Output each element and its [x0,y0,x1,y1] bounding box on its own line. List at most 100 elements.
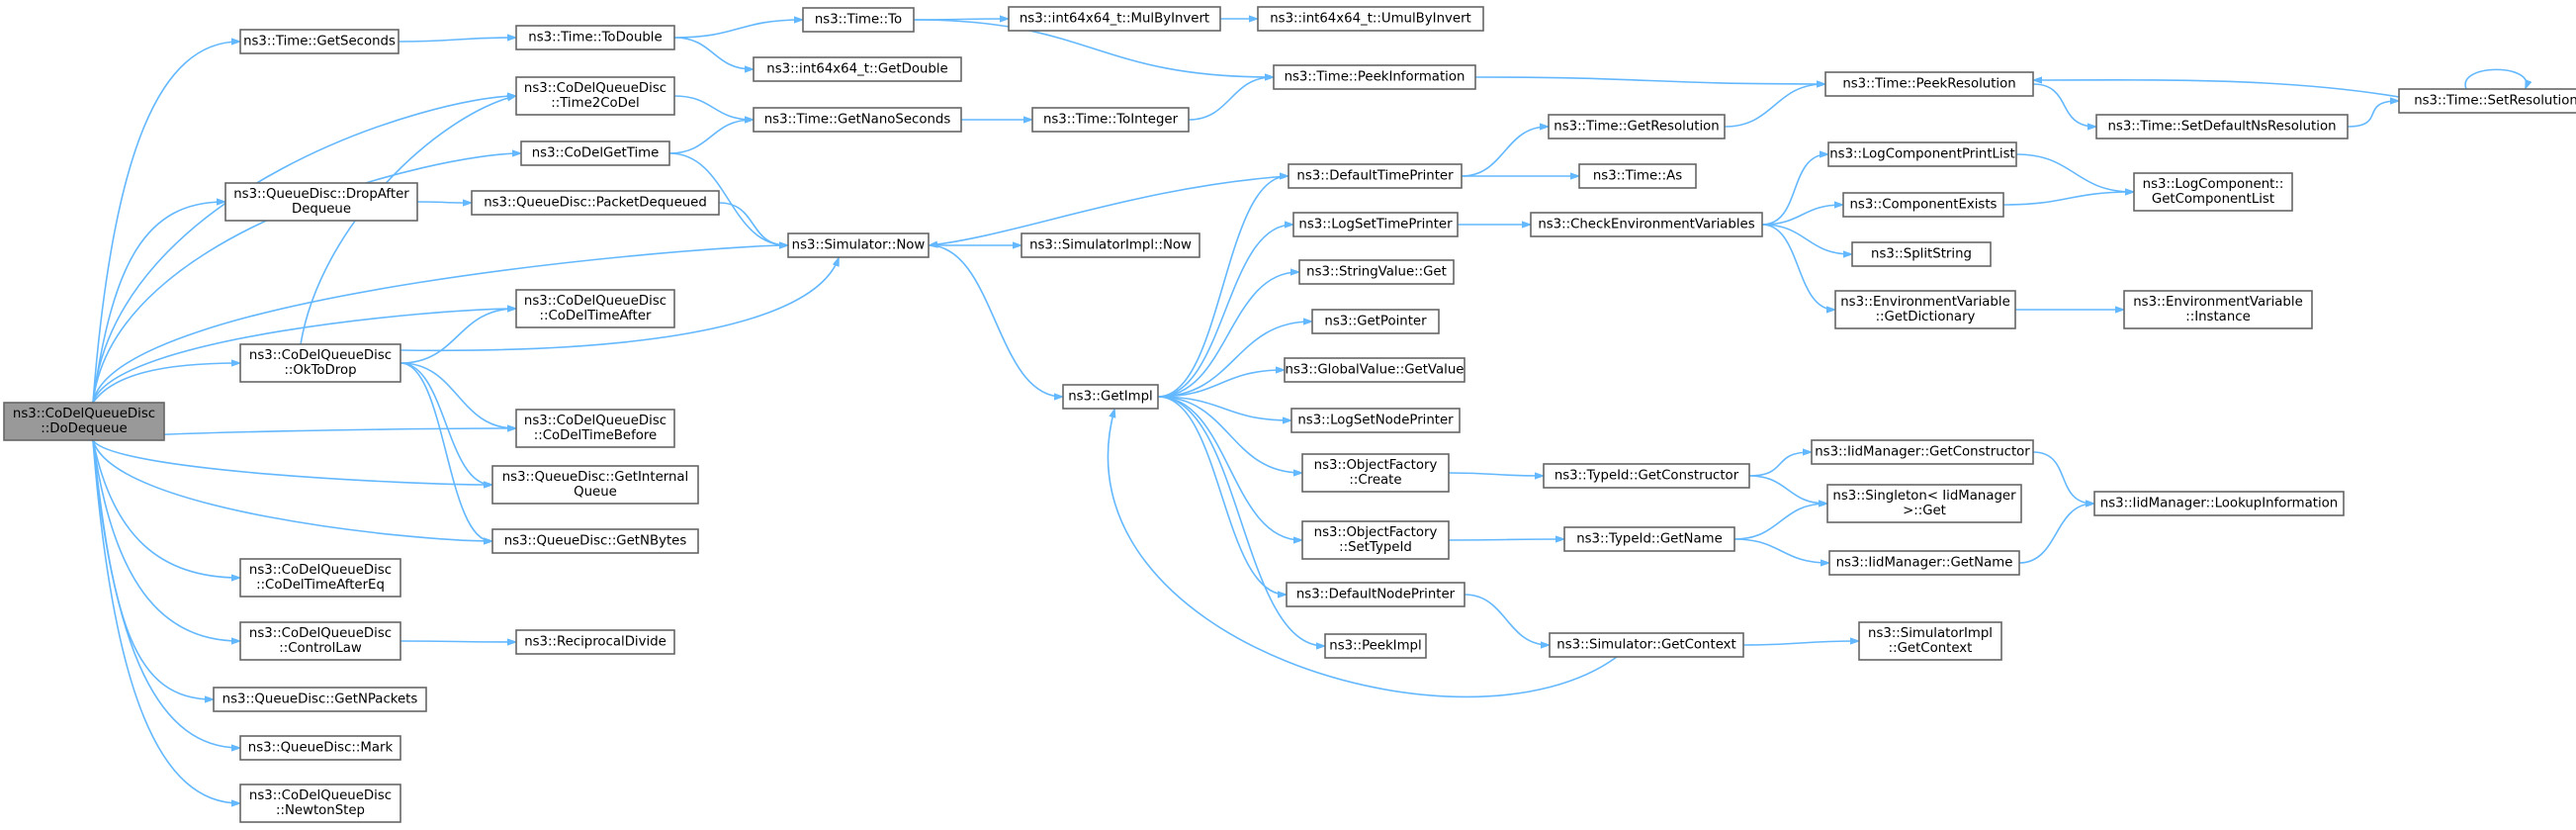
node-logsetnodeprinter[interactable]: ns3::LogSetNodePrinter [1290,408,1461,433]
node-box [1288,163,1463,189]
node-simimplnow[interactable]: ns3::SimulatorImpl::Now [1021,232,1200,258]
node-controllaw[interactable]: ns3::CoDelQueueDisc::ControlLaw [239,621,401,661]
edge-oktodrop-to-simnow [400,258,839,352]
node-box [1324,633,1427,659]
node-getresolution[interactable]: ns3::Time::GetResolution [1548,114,1726,139]
node-peekimpl[interactable]: ns3::PeekImpl [1324,633,1427,659]
node-mark[interactable]: ns3::QueueDisc::Mark [239,735,401,761]
node-setresolution[interactable]: ns3::Time::SetResolution [2398,88,2576,114]
node-label: ns3::int64x64_t::MulByInvert [1020,12,1209,27]
edge-iidgetconstructor-to-lookupinfo [2032,451,2093,504]
node-newtonstep[interactable]: ns3::CoDelQueueDisc::NewtonStep [239,784,401,823]
node-typeidgetconstructor[interactable]: ns3::TypeId::GetConstructor [1543,463,1750,489]
node-logcompgetlist[interactable]: ns3::LogComponent::GetComponentList [2133,172,2293,212]
edge-objfactorysettypeid-to-typeidgetname [1448,539,1563,540]
node-globalvalue[interactable]: ns3::GlobalValue::GetValue [1284,357,1466,383]
node-singletonget[interactable]: ns3::Singleton< IidManager >::Get [1826,484,2022,523]
edge-peekinfo-to-peekresolution [1474,76,1824,84]
node-simgetcontext[interactable]: ns3::Simulator::GetContext [1549,632,1744,658]
edge-dodequeue-to-newtonstep [92,439,239,803]
node-getdouble[interactable]: ns3::int64x64_t::GetDouble [753,56,962,82]
node-label: ns3::GetImpl [1068,390,1152,405]
edge-dodequeue-to-getinternal [92,439,491,485]
node-defaultnodeprinter[interactable]: ns3::DefaultNodePrinter [1286,582,1466,607]
node-label: ns3::int64x64_t::UmulByInvert [1270,12,1471,27]
node-label: ns3::Time::PeekResolution [1842,77,2015,92]
node-reciprocal[interactable]: ns3::ReciprocalDivide [515,629,675,655]
node-stringvalueget[interactable]: ns3::StringValue::Get [1298,259,1455,285]
node-getnpackets[interactable]: ns3::QueueDisc::GetNPackets [213,687,427,712]
node-timebefore[interactable]: ns3::CoDelQueueDisc::CoDelTimeBefore [515,409,675,448]
node-iidgetconstructor[interactable]: ns3::IidManager::GetConstructor [1811,439,2034,465]
node-logcompprintlist[interactable]: ns3::LogComponentPrintList [1827,141,2017,167]
node-box [1563,526,1735,552]
node-label: ns3::QueueDisc::DropAfter [233,187,409,202]
node-defaulttimeprinter[interactable]: ns3::DefaultTimePrinter [1288,163,1463,189]
node-objfactorysettypeid[interactable]: ns3::ObjectFactory::SetTypeId [1301,520,1450,560]
node-getnanoseconds[interactable]: ns3::Time::GetNanoSeconds [753,107,962,133]
node-umulbyinvert[interactable]: ns3::int64x64_t::UmulByInvert [1257,6,1484,32]
node-label: ns3::CoDelGetTime [532,146,660,161]
node-timeto[interactable]: ns3::Time::To [802,7,915,33]
node-label: ns3::IidManager::GetConstructor [1815,445,2030,460]
node-checkenv[interactable]: ns3::CheckEnvironmentVariables [1530,212,1763,237]
node-objfactorycreate[interactable]: ns3::ObjectFactory::Create [1301,453,1450,493]
node-dodequeue[interactable]: ns3::CoDelQueueDisc::DoDequeue [3,402,165,441]
node-box [1286,582,1466,607]
edge-typeidgetname-to-iidgetname [1733,538,1828,563]
node-envinstance[interactable]: ns3::EnvironmentVariable::Instance [2123,290,2313,329]
node-peekresolution[interactable]: ns3::Time::PeekResolution [1824,71,2034,97]
node-iidgetname[interactable]: ns3::IidManager::GetName [1828,550,2020,576]
node-label: ns3::ComponentExists [1849,198,1997,213]
node-getimpl[interactable]: ns3::GetImpl [1062,384,1159,410]
edge-dodequeue-to-getseconds [92,42,239,404]
node-envgetdict[interactable]: ns3::EnvironmentVariable::GetDictionary [1834,290,2016,329]
edge-simgetcontext-to-simimplgetcontext [1742,641,1858,646]
node-logsettimeprinter[interactable]: ns3::LogSetTimePrinter [1292,212,1459,237]
node-componentexists[interactable]: ns3::ComponentExists [1842,192,2004,218]
node-codelgettime[interactable]: ns3::CoDelGetTime [520,140,670,166]
node-box [787,232,930,258]
node-simimplgetcontext[interactable]: ns3::SimulatorImpl::GetContext [1858,621,2002,661]
node-label: ns3::QueueDisc::Mark [248,741,394,756]
node-tointeger[interactable]: ns3::Time::ToInteger [1031,107,1190,133]
node-mulbyinvert[interactable]: ns3::int64x64_t::MulByInvert [1008,6,1221,32]
edge-typeidgetconstructor-to-iidgetconstructor [1748,452,1811,477]
node-box [515,409,675,448]
node-peekinfo[interactable]: ns3::Time::PeekInformation [1273,64,1476,90]
node-lookupinfo[interactable]: ns3::IidManager::LookupInformation [2093,491,2345,516]
node-label: ns3::LogComponentPrintList [1829,147,2015,162]
node-setdefaultnsres[interactable]: ns3::Time::SetDefaultNsResolution [2095,114,2349,139]
node-timeaftereq[interactable]: ns3::CoDelQueueDisc::CoDelTimeAfterEq [239,558,401,598]
node-box [520,140,670,166]
edge-setresolution-to-setresolution [2464,68,2527,89]
node-box [239,343,401,383]
node-box [753,107,962,133]
node-typeidgetname[interactable]: ns3::TypeId::GetName [1563,526,1735,552]
node-packetdequeued[interactable]: ns3::QueueDisc::PacketDequeued [471,190,720,216]
node-label: ns3::LogComponent:: [2143,177,2284,192]
edge-dodequeue-to-getnbytes [92,439,491,541]
node-time2codel[interactable]: ns3::CoDelQueueDisc::Time2CoDel [515,76,675,116]
node-getpointer[interactable]: ns3::GetPointer [1311,309,1440,334]
edge-checkenv-to-splitstring [1761,224,1851,254]
node-timeas[interactable]: ns3::Time::As [1578,163,1697,189]
node-getseconds[interactable]: ns3::Time::GetSeconds [239,29,400,54]
node-label: ns3::CoDelQueueDisc [249,348,392,363]
node-box [515,25,675,50]
node-label: ns3::Simulator::GetContext [1556,638,1735,653]
node-getnbytes[interactable]: ns3::QueueDisc::GetNBytes [491,528,699,554]
edge-packetdequeued-to-simnow [718,202,787,245]
node-splitstring[interactable]: ns3::SplitString [1851,241,1992,267]
node-simnow[interactable]: ns3::Simulator::Now [787,232,930,258]
node-todouble[interactable]: ns3::Time::ToDouble [515,25,675,50]
node-timeafter[interactable]: ns3::CoDelQueueDisc::CoDelTimeAfter [515,289,675,328]
node-label: ns3::CoDelQueueDisc [524,81,666,96]
node-box [1578,163,1697,189]
node-box [491,465,699,505]
edge-todouble-to-getdouble [673,37,753,69]
edge-controllaw-to-reciprocal [400,641,515,642]
node-oktodrop[interactable]: ns3::CoDelQueueDisc::OkToDrop [239,343,401,383]
